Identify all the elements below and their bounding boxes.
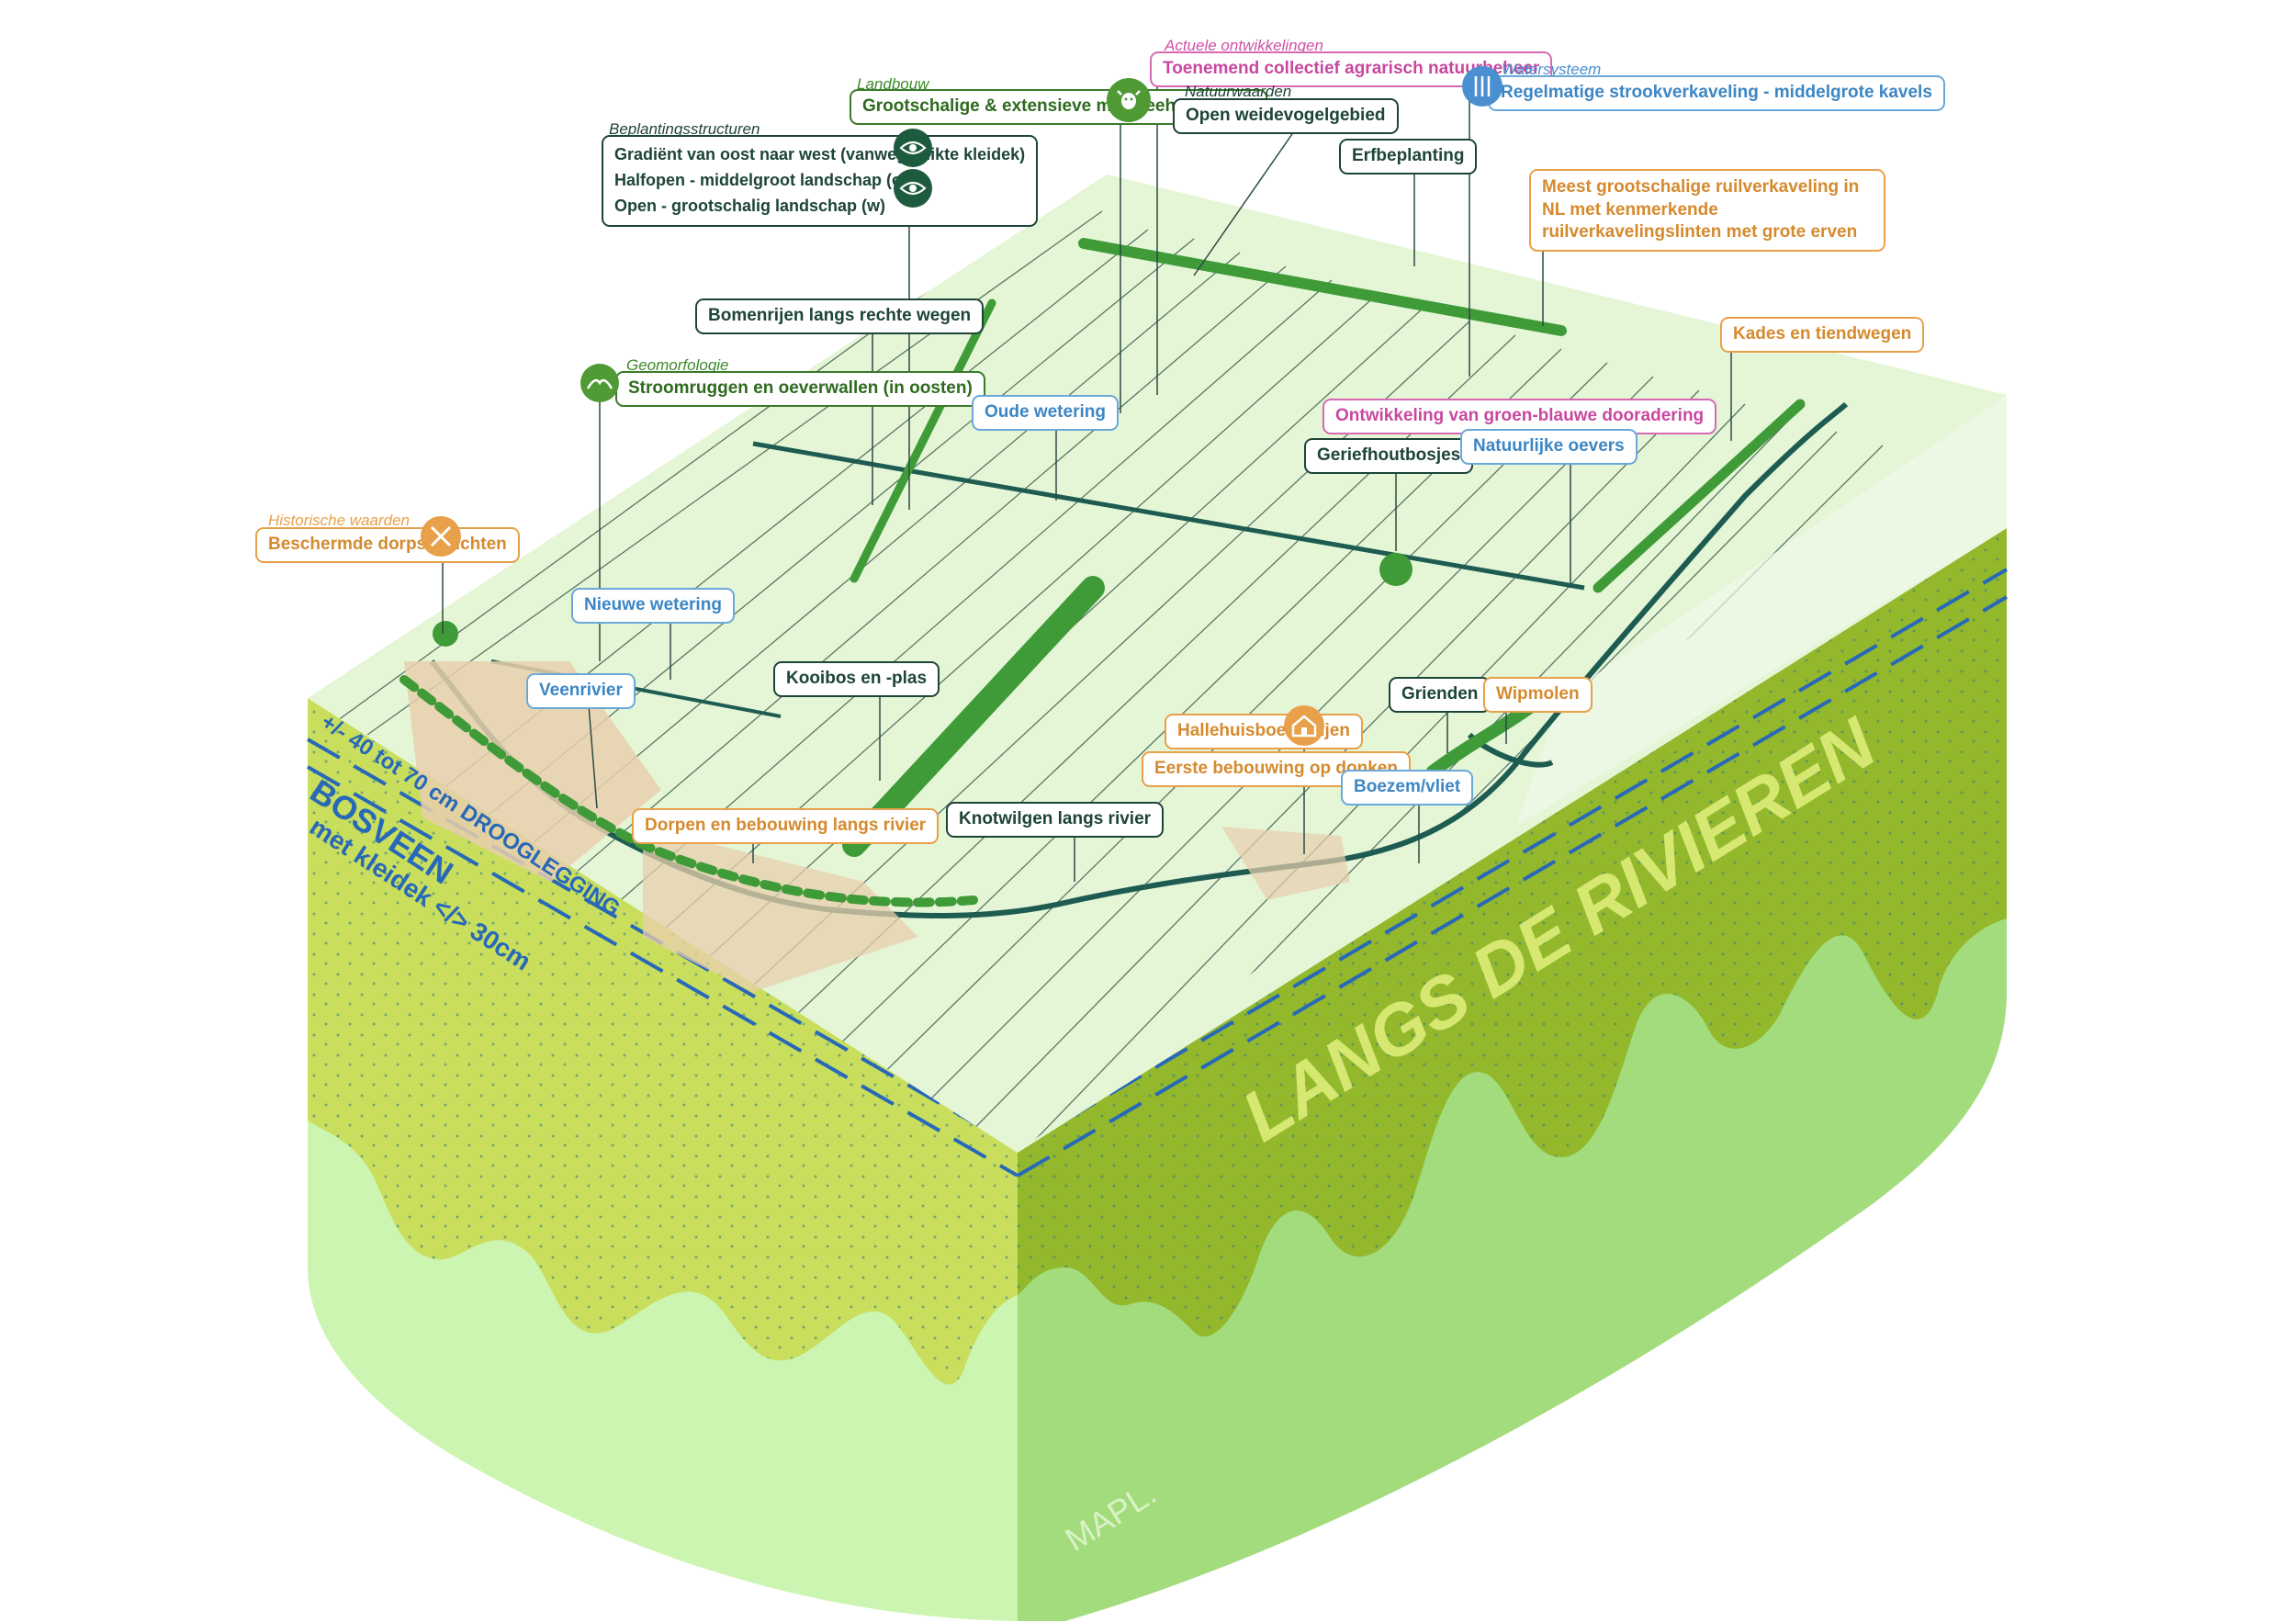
category-watersysteem: Watersysteem [1502, 61, 1602, 78]
category-geomorfologie: Geomorfologie [626, 356, 729, 374]
category-actuele: Actuele ontwikkelingen [1165, 37, 1323, 54]
category-natuurwaarden: Natuurwaarden [1185, 83, 1292, 100]
water-level-line [1016, 595, 2009, 1177]
oude-wetering-water [752, 441, 1585, 591]
tree-row [1078, 238, 1567, 336]
windmill-icon [421, 516, 461, 557]
category-beplanting: Beplantingsstructuren [609, 120, 760, 138]
label-dorpsgezichten: Beschermde dorpsgezichten [255, 527, 520, 563]
farmhouse-icon [1284, 705, 1324, 746]
water-level-line [307, 765, 1019, 1177]
category-landbouw: Landbouw [857, 75, 929, 93]
label-natuurlijke-oevers: Natuurlijke oevers [1460, 429, 1638, 465]
label-erfbeplanting: Erfbeplanting [1339, 139, 1478, 175]
label-boezem: Boezem/vliet [1341, 770, 1474, 805]
label-groen-blauw: Ontwikkeling van groen-blauwe dooraderin… [1322, 399, 1717, 434]
label-veenrivier: Veenrivier [526, 673, 636, 709]
water-system-icon [1462, 66, 1503, 107]
label-natuurwaarden: Open weidevogelgebied [1173, 98, 1399, 134]
hill-icon [580, 364, 619, 402]
label-wipmolen: Wipmolen [1483, 677, 1593, 713]
label-kades: Kades en tiendwegen [1720, 317, 1925, 353]
geriefhoutbosje [1379, 553, 1412, 586]
label-kooibos: Kooibos en -plas [773, 661, 940, 697]
label-geriefhoutbosjes: Geriefhoutbosjes [1304, 438, 1474, 474]
label-hallehuis: Hallehuisboerderijen [1165, 714, 1363, 749]
label-knotwilgen: Knotwilgen langs rivier [946, 802, 1165, 838]
tree-row [850, 298, 996, 583]
label-nieuwe-wetering: Nieuwe wetering [571, 588, 735, 624]
beplanting-line-2: Halfopen - middelgroot landschap (o) [614, 170, 907, 189]
tree-row [1593, 399, 1806, 593]
label-oude-wetering: Oude wetering [972, 395, 1119, 431]
cow-icon [1107, 78, 1151, 122]
side-face [1016, 528, 2009, 1621]
village-area [404, 661, 661, 882]
water-level-line [1016, 568, 2009, 1150]
eye-icon [894, 129, 932, 167]
label-geomorfologie: Stroomruggen en oeverwallen (in oosten) [615, 371, 985, 407]
kooibos-trees [842, 576, 1105, 857]
veenrivier-water [429, 401, 1849, 918]
beplanting-line-3: Open - grootschalig landschap (w) [614, 196, 886, 215]
village-area [1221, 827, 1350, 900]
knotwilgen-trees [400, 675, 978, 907]
eye-icon [894, 169, 932, 208]
label-dorpen: Dorpen en bebouwing langs rivier [632, 808, 940, 844]
label-watersysteem: Regelmatige strookverkaveling - middelgr… [1488, 75, 1945, 111]
label-grienden: Grienden [1389, 677, 1491, 713]
category-historisch: Historische waarden [268, 512, 411, 529]
beplanting-line-1: Gradiënt van oost naar west (vanwege dik… [614, 145, 1026, 163]
label-ruilverkaveling: Meest grootschalige ruilverkaveling in N… [1529, 169, 1885, 253]
label-bomenrijen: Bomenrijen langs rechte wegen [695, 298, 985, 334]
front-face [307, 698, 1019, 1621]
label-beplanting: Gradiënt van oost naar west (vanwege dik… [602, 135, 1039, 227]
label-eerste-bebouwing: Eerste bebouwing op donken [1142, 751, 1411, 787]
